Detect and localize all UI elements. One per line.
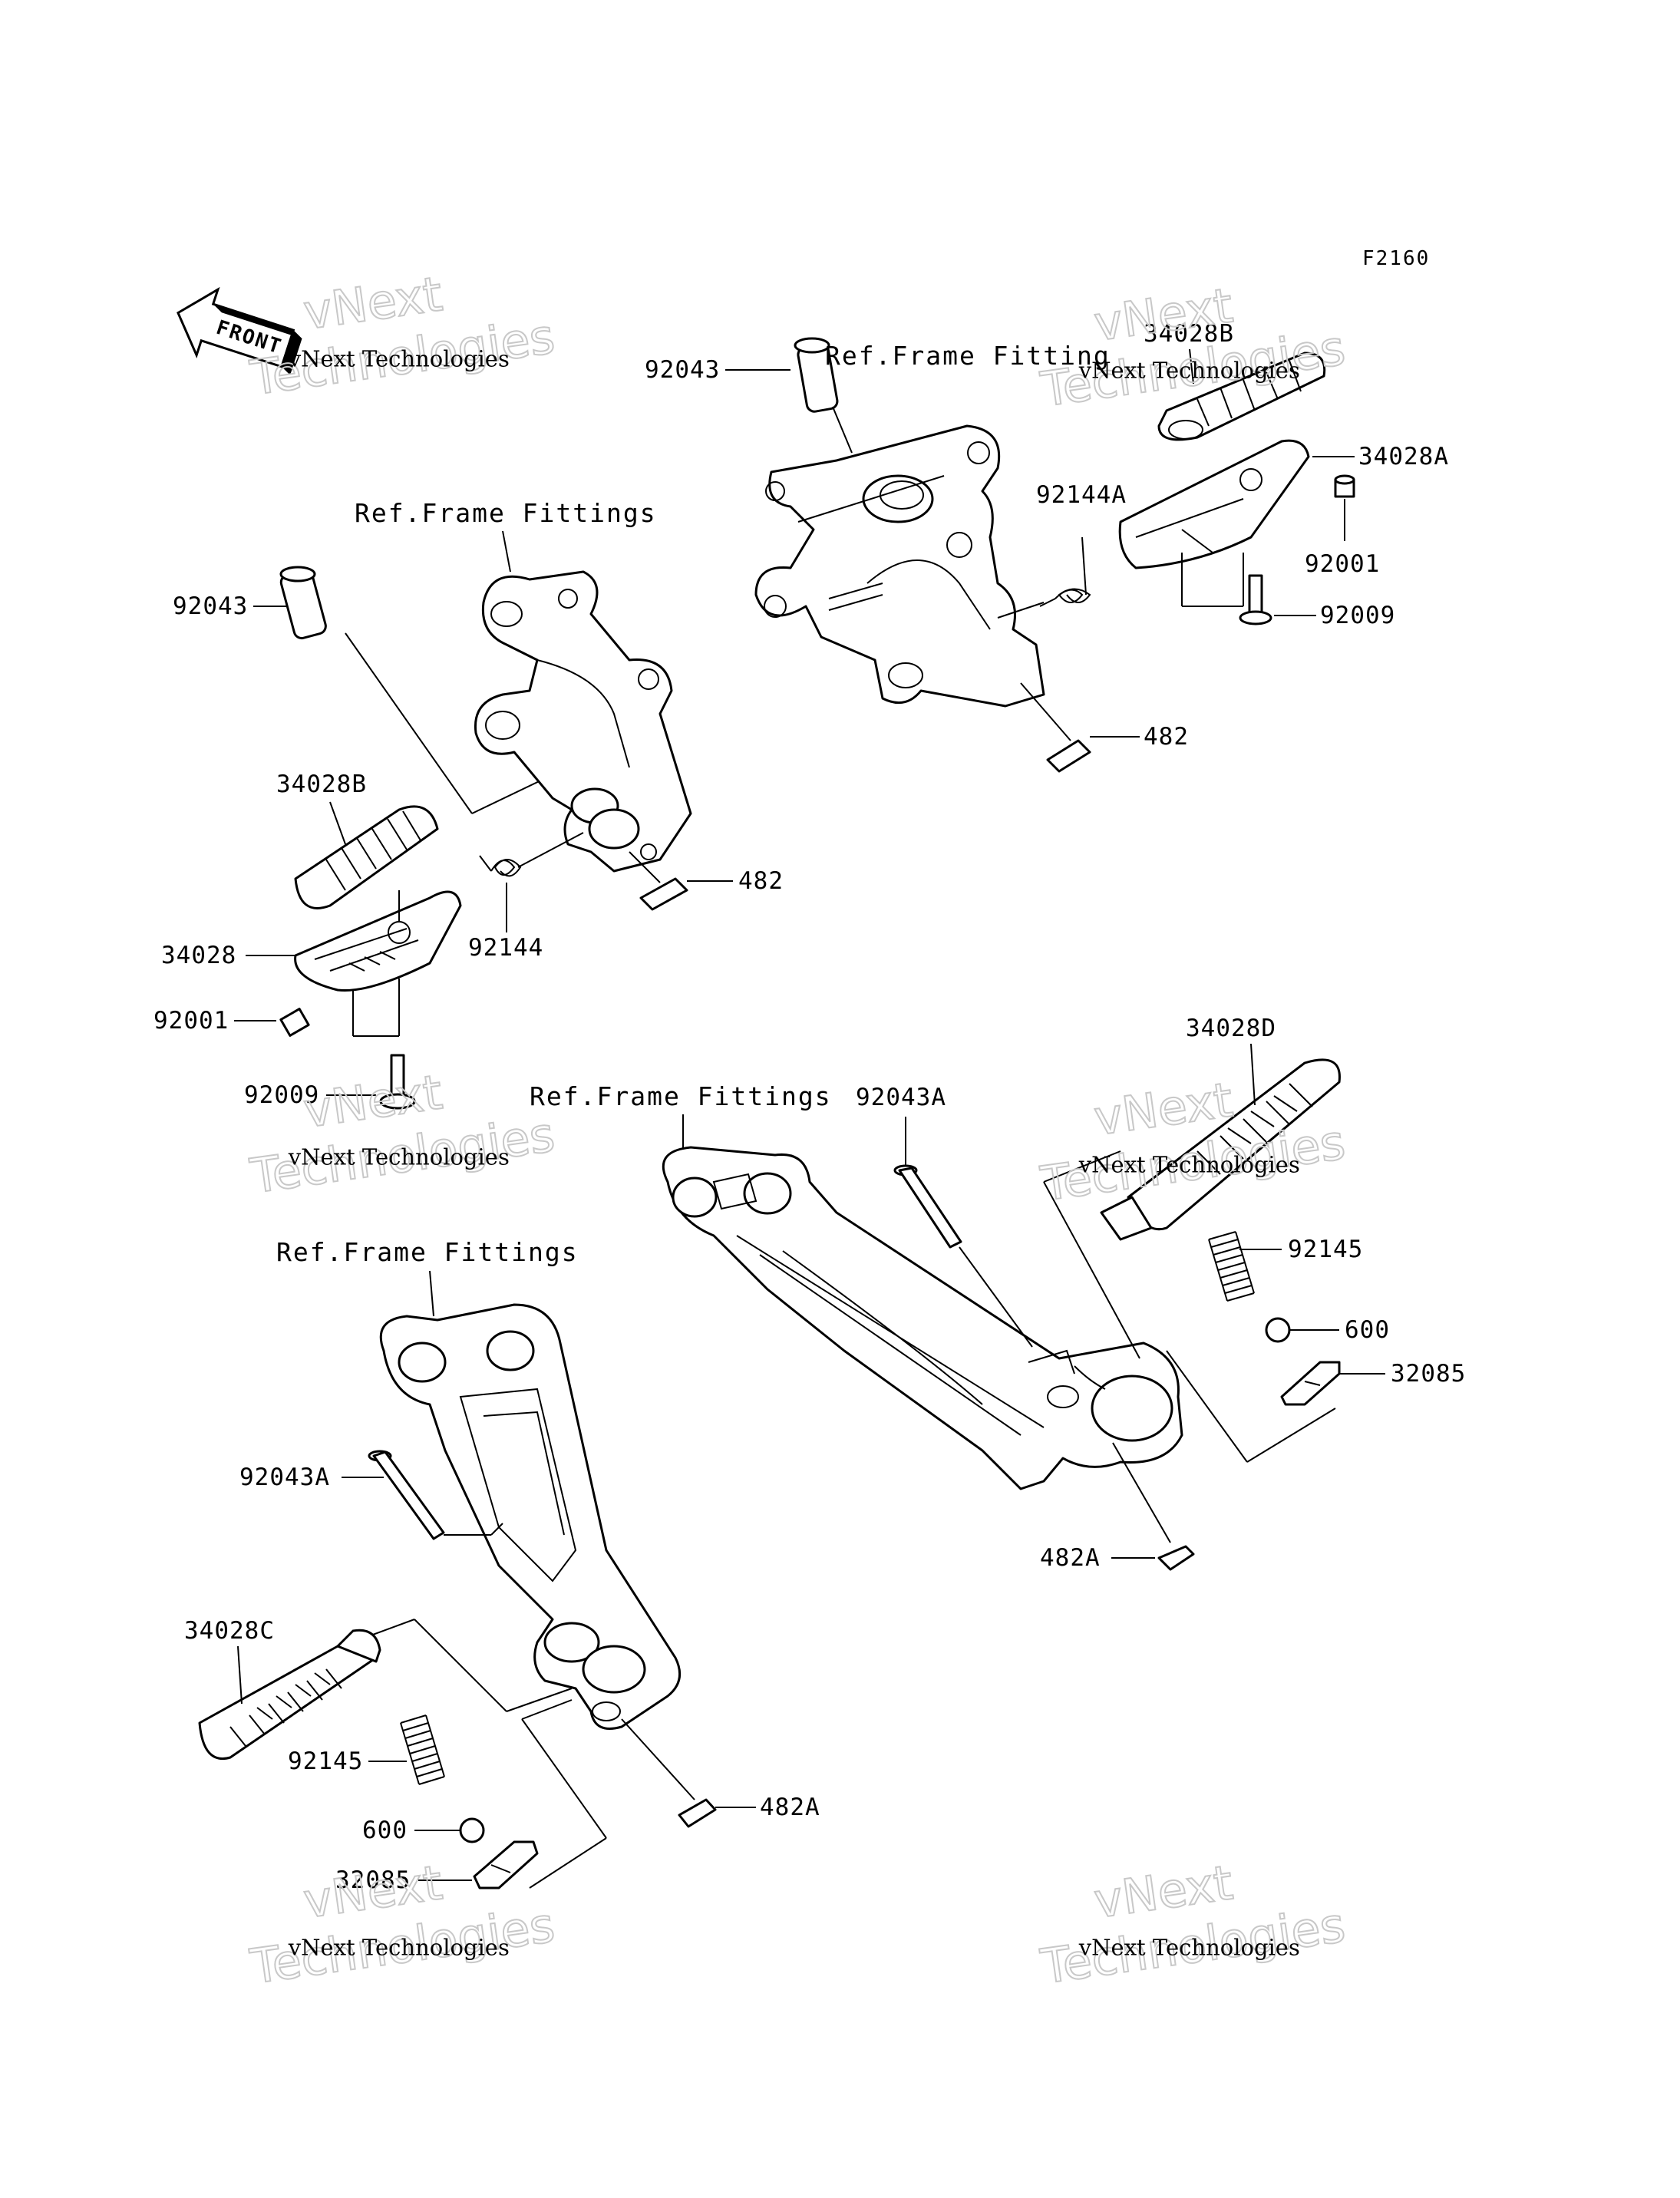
detent-32085-lower-left	[473, 1840, 539, 1889]
washer-482A-lower-right	[1157, 1545, 1195, 1571]
detent-32085-lower-right	[1280, 1361, 1341, 1406]
callout-34028D: 34028D	[1186, 1015, 1276, 1042]
ref-frame-fittings-lower-right: Ref.Frame Fittings	[530, 1081, 832, 1111]
ref-frame-fittings-lower-left: Ref.Frame Fittings	[276, 1237, 579, 1267]
ref-frame-fittings-upper-left: Ref.Frame Fittings	[355, 498, 657, 528]
spring-92144A	[1039, 536, 1091, 607]
callout-92043A-lower-right: 92043A	[856, 1084, 946, 1111]
callout-34028: 34028	[161, 942, 236, 969]
callout-92001-upper-right: 92001	[1305, 550, 1380, 578]
svg-text:vNext Technologies: vNext Technologies	[288, 346, 510, 372]
ball-600-lower-right	[1265, 1317, 1291, 1343]
callout-92001-upper-left: 92001	[153, 1007, 229, 1035]
footpeg-rubber-34028B-upper-left	[294, 805, 439, 909]
front-arrow-icon: FRONT	[177, 286, 302, 375]
washer-482-upper-right	[1046, 739, 1091, 773]
callout-92144A: 92144A	[1036, 481, 1127, 509]
callout-92043-upper-left: 92043	[173, 592, 248, 620]
footpeg-rubber-34028C	[198, 1629, 381, 1760]
upper-left-assembly: Ref.Frame Fittings 92043 34028B	[153, 498, 784, 1110]
svg-text:vNext Technologies: vNext Technologies	[1078, 1152, 1300, 1178]
ref-frame-fitting-upper-right: Ref.Frame Fitting	[825, 341, 1111, 371]
callout-482A-lower-left: 482A	[760, 1794, 820, 1821]
callout-92043-upper-right: 92043	[645, 356, 720, 384]
bolt-92009-upper-right	[1239, 574, 1272, 625]
callout-482-upper-left: 482	[738, 867, 784, 895]
watermark-3: vNext Technologies vNext Technologies	[246, 1063, 559, 1205]
callout-32085-lower-right: 32085	[1391, 1360, 1466, 1388]
figure-code: F2160	[1362, 247, 1430, 270]
callout-92145-lower-right: 92145	[1288, 1236, 1363, 1263]
watermark-6: vNext Technologies vNext Technologies	[1036, 1853, 1349, 1995]
callout-34028B-upper-right: 34028B	[1144, 320, 1234, 348]
svg-text:vNext Technologies: vNext Technologies	[1078, 1935, 1300, 1961]
callout-92009-upper-right: 92009	[1320, 602, 1395, 629]
lower-right-assembly: Ref.Frame Fittings 92043A	[530, 1015, 1466, 1572]
callout-92144: 92144	[468, 934, 543, 962]
footpeg-rubber-34028B-upper-right	[1157, 351, 1326, 441]
callout-34028C: 34028C	[184, 1617, 275, 1645]
footpeg-34028	[294, 890, 462, 992]
footpeg-rubber-34028D	[1100, 1058, 1341, 1241]
callout-34028B-upper-left: 34028B	[276, 771, 367, 798]
pin-92043A-lower-right	[893, 1164, 962, 1249]
callout-92043A-lower-left: 92043A	[239, 1464, 330, 1491]
callout-600-lower-right: 600	[1345, 1316, 1390, 1344]
footpeg-bracket-lower-right	[662, 1146, 1183, 1490]
footpeg-bracket-upper-right	[754, 424, 1045, 708]
callout-600-lower-left: 600	[362, 1817, 408, 1844]
callout-92009-upper-left: 92009	[244, 1081, 319, 1109]
footpeg-bracket-lower-left	[379, 1303, 682, 1730]
upper-right-assembly: Ref.Frame Fitting 92043 92144A 34028B 34…	[645, 320, 1449, 773]
washer-482-upper-left	[639, 877, 688, 911]
lower-left-assembly: Ref.Frame Fittings 92043A	[184, 1237, 820, 1894]
spring-92144	[479, 832, 584, 877]
pin-92043A-lower-left	[368, 1450, 445, 1540]
spring-92145-lower-right	[1208, 1231, 1255, 1302]
svg-text:vNext Technologies: vNext Technologies	[288, 1144, 510, 1170]
callout-92145-lower-left: 92145	[288, 1748, 363, 1775]
pin-92043-upper-right	[794, 337, 839, 413]
pin-92043-upper-left	[279, 566, 327, 640]
callout-482A-lower-right: 482A	[1040, 1544, 1101, 1572]
svg-text:vNext Technologies: vNext Technologies	[1078, 358, 1300, 384]
spring-92145-lower-left	[400, 1715, 445, 1785]
callout-482-upper-right: 482	[1144, 723, 1189, 751]
footpeg-34028A	[1118, 439, 1310, 569]
ball-600-lower-left	[459, 1817, 485, 1843]
svg-text:vNext Technologies: vNext Technologies	[288, 1935, 510, 1961]
callout-34028A: 34028A	[1358, 443, 1449, 470]
footpeg-bracket-upper-left	[474, 570, 692, 873]
bolt-92009-upper-left	[379, 1054, 416, 1110]
washer-482A-lower-left	[678, 1798, 717, 1828]
bolt-92001-upper-right	[1334, 474, 1355, 498]
callout-32085-lower-left: 32085	[335, 1866, 411, 1894]
bolt-92001-upper-left	[279, 1008, 310, 1037]
